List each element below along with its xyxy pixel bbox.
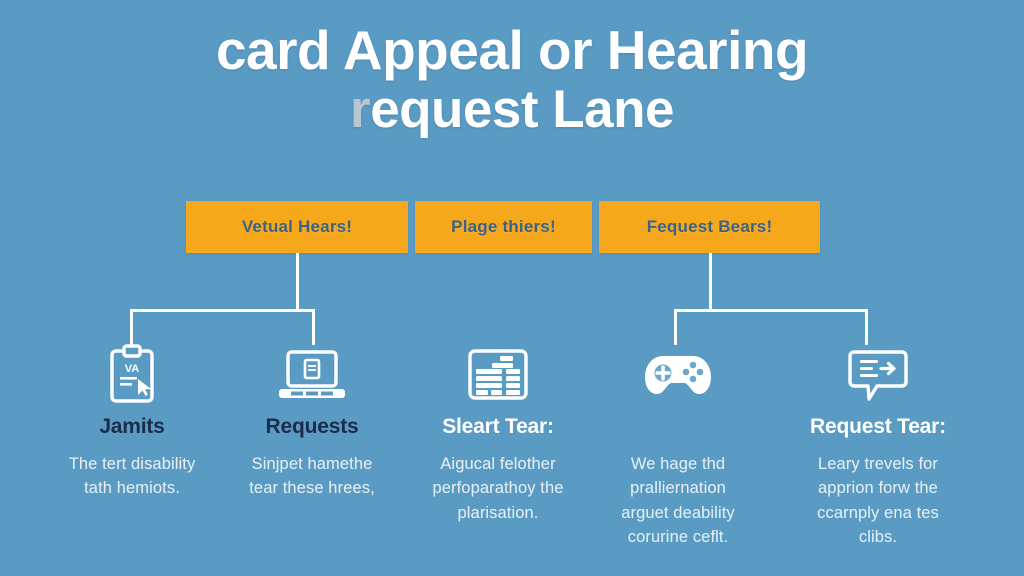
title-line-2-initial: r xyxy=(350,79,371,139)
connector-drop-col-4 xyxy=(865,309,868,345)
body-line: perfoparathoy the xyxy=(432,479,564,498)
body-line: apprion forw the xyxy=(818,479,938,498)
body-line: Aigucal felother xyxy=(440,455,556,473)
body-line: tath hemiots. xyxy=(84,479,180,498)
body-line: corurine ceflt. xyxy=(627,527,729,546)
process-box-vetual-hears[interactable]: Vetual Hears! xyxy=(186,201,408,253)
column-heading: Request Tear: xyxy=(810,415,946,438)
connector-branch-right xyxy=(674,309,868,312)
form-table-icon xyxy=(400,344,596,406)
gamepad-icon xyxy=(580,344,776,406)
body-line: clibs. xyxy=(858,527,898,546)
column-body: Sinjpet hamethe tear these hrees, xyxy=(214,452,410,501)
process-box-plage-thiers[interactable]: Plage thiers! xyxy=(415,201,592,253)
title-line-2: request Lane xyxy=(0,79,1024,139)
body-line: The tert disability xyxy=(68,455,196,473)
column-jamits[interactable]: VA Jamits The tert disability tath hemio… xyxy=(34,344,230,501)
body-line: arguet deability xyxy=(621,503,735,522)
title-line-2-rest: equest Lane xyxy=(370,79,674,139)
laptop-icon xyxy=(214,344,410,406)
connector-stem-left xyxy=(296,253,299,311)
page-title: card Appeal or Hearing request Lane xyxy=(0,22,1024,137)
column-sleart-tear[interactable]: Sleart Tear: Aigucal felother perfoparat… xyxy=(400,344,596,525)
body-line: We hage thd xyxy=(630,455,726,473)
process-box-label: Vetual Hears! xyxy=(241,217,353,236)
column-heading: Sleart Tear: xyxy=(442,415,554,438)
body-line: tear these hrees, xyxy=(249,479,375,498)
column-requests[interactable]: Requests Sinjpet hamethe tear these hree… xyxy=(214,344,410,501)
connector-drop-col-1 xyxy=(312,309,315,345)
column-gamepad[interactable]: We hage thd pralliernation arguet deabil… xyxy=(580,344,776,549)
body-line: Sinjpet hamethe xyxy=(251,455,373,473)
clipboard-icon: VA xyxy=(34,344,230,406)
column-heading: Jamits xyxy=(99,415,165,438)
column-body: Leary trevels for apprion forw the ccarn… xyxy=(780,452,976,549)
connector-stem-right xyxy=(709,253,712,311)
title-line-1: card Appeal or Hearing xyxy=(215,19,809,81)
connector-branch-left xyxy=(130,309,315,312)
body-line: Leary trevels for xyxy=(818,455,938,473)
column-body: The tert disability tath hemiots. xyxy=(34,452,230,501)
process-box-label: Plage thiers! xyxy=(451,217,556,236)
column-heading: Requests xyxy=(265,415,359,438)
body-line: plarisation. xyxy=(457,503,539,522)
process-box-fequest-bears[interactable]: Fequest Bears! xyxy=(599,201,820,253)
column-body: Aigucal felother perfoparathoy the plari… xyxy=(400,452,596,525)
connector-drop-col-0 xyxy=(130,309,133,345)
process-box-label: Fequest Bears! xyxy=(646,217,773,236)
column-request-tear[interactable]: Request Tear: Leary trevels for apprion … xyxy=(780,344,976,549)
connector-drop-col-3 xyxy=(674,309,677,345)
message-arrow-icon xyxy=(780,344,976,406)
column-body: We hage thd pralliernation arguet deabil… xyxy=(580,452,776,549)
body-line: pralliernation xyxy=(630,479,726,498)
body-line: ccarnply ena tes xyxy=(817,503,939,522)
svg-text:VA: VA xyxy=(125,363,140,375)
